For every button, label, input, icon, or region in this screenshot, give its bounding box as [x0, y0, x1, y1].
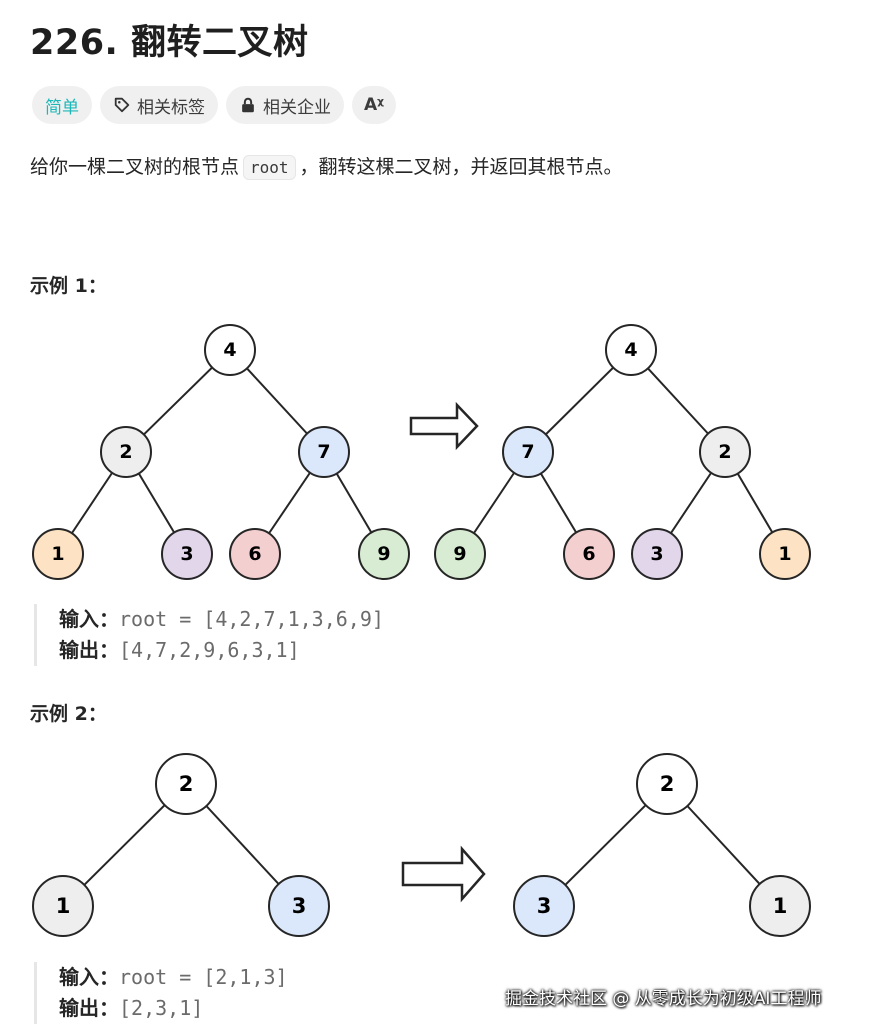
node-label: 3 [537, 894, 552, 918]
input-value: root = [2,1,3] [119, 965, 288, 989]
example-1-input: 输入：root = [4,2,7,1,3,6,9] [59, 604, 384, 635]
lock-icon [242, 97, 254, 113]
difficulty-label: 简单 [45, 97, 79, 118]
tree-node: 3 [513, 875, 575, 937]
watermark: 掘金技术社区 @ 从零成长为初级AI工程师 [505, 989, 822, 1009]
output-label: 输出： [59, 996, 119, 1020]
node-label: 9 [377, 543, 390, 565]
related-tags-label: 相关标签 [137, 97, 205, 118]
node-label: 2 [660, 772, 675, 796]
tree-node: 1 [759, 528, 811, 580]
output-value: [4,7,2,9,6,3,1] [119, 638, 300, 662]
related-companies-button[interactable]: 相关企业 [226, 86, 344, 124]
output-label: 输出： [59, 638, 119, 662]
tree-node: 3 [161, 528, 213, 580]
tree-node: 3 [268, 875, 330, 937]
description-text-after: ，翻转这棵二叉树，并返回其根节点。 [299, 156, 623, 178]
tree-node: 6 [229, 528, 281, 580]
tree-node: 1 [32, 528, 84, 580]
tree-node: 7 [502, 426, 554, 478]
tree-node: 4 [204, 324, 256, 376]
node-label: 6 [582, 543, 595, 565]
example-1-io: 输入：root = [4,2,7,1,3,6,9] 输出：[4,7,2,9,6,… [34, 604, 384, 666]
node-label: 1 [778, 543, 791, 565]
node-label: 1 [773, 894, 788, 918]
node-label: 7 [521, 441, 534, 463]
right-arrow-icon [409, 401, 479, 451]
tree-node: 2 [699, 426, 751, 478]
related-tags-button[interactable]: 相关标签 [100, 86, 218, 124]
tree-node: 4 [605, 324, 657, 376]
node-label: 2 [119, 441, 132, 463]
tree-node: 1 [32, 875, 94, 937]
inline-code-root: root [243, 155, 296, 180]
node-label: 9 [453, 543, 466, 565]
node-label: 4 [223, 339, 236, 361]
example-1-edges [57, 349, 786, 555]
input-label: 输入： [59, 965, 119, 989]
node-label: 2 [179, 772, 194, 796]
example-2-io: 输入：root = [2,1,3] 输出：[2,3,1] [34, 962, 288, 1024]
difficulty-badge[interactable]: 简单 [32, 86, 92, 124]
node-label: 2 [718, 441, 731, 463]
output-value: [2,3,1] [119, 996, 204, 1020]
related-companies-label: 相关企业 [263, 97, 331, 118]
tag-bar: 简单 相关标签 相关企业 Aᵡ [32, 86, 397, 124]
node-label: 7 [317, 441, 330, 463]
node-label: 4 [624, 339, 637, 361]
tree-node: 9 [358, 528, 410, 580]
tree-node: 7 [298, 426, 350, 478]
node-label: 6 [248, 543, 261, 565]
input-label: 输入： [59, 607, 119, 631]
example-2-input: 输入：root = [2,1,3] [59, 962, 288, 993]
tree-node: 2 [100, 426, 152, 478]
example-1-title: 示例 1： [30, 275, 107, 297]
example-2-diagram: 2 1 3 2 3 1 [32, 753, 811, 937]
tree-node: 1 [749, 875, 811, 937]
node-label: 3 [180, 543, 193, 565]
tag-icon [114, 97, 130, 113]
description-text-before: 给你一棵二叉树的根节点 [30, 156, 240, 178]
tree-node: 6 [563, 528, 615, 580]
tree-node: 9 [434, 528, 486, 580]
example-2-output: 输出：[2,3,1] [59, 993, 288, 1024]
tree-node: 3 [631, 528, 683, 580]
example-1-output: 输出：[4,7,2,9,6,3,1] [59, 635, 384, 666]
translate-button[interactable]: Aᵡ [352, 86, 397, 124]
input-value: root = [4,2,7,1,3,6,9] [119, 607, 384, 631]
node-label: 3 [650, 543, 663, 565]
node-label: 1 [51, 543, 64, 565]
node-label: 3 [292, 894, 307, 918]
tree-node: 2 [155, 753, 217, 815]
example-2-title: 示例 2： [30, 703, 107, 725]
tree-node: 2 [636, 753, 698, 815]
node-label: 1 [56, 894, 71, 918]
right-arrow-icon [401, 845, 486, 903]
translate-icon: Aᵡ [364, 95, 385, 115]
problem-title: 226. 翻转二叉树 [30, 23, 309, 63]
example-1-diagram: 4 2 7 1 3 6 9 4 7 2 9 6 [32, 324, 811, 580]
